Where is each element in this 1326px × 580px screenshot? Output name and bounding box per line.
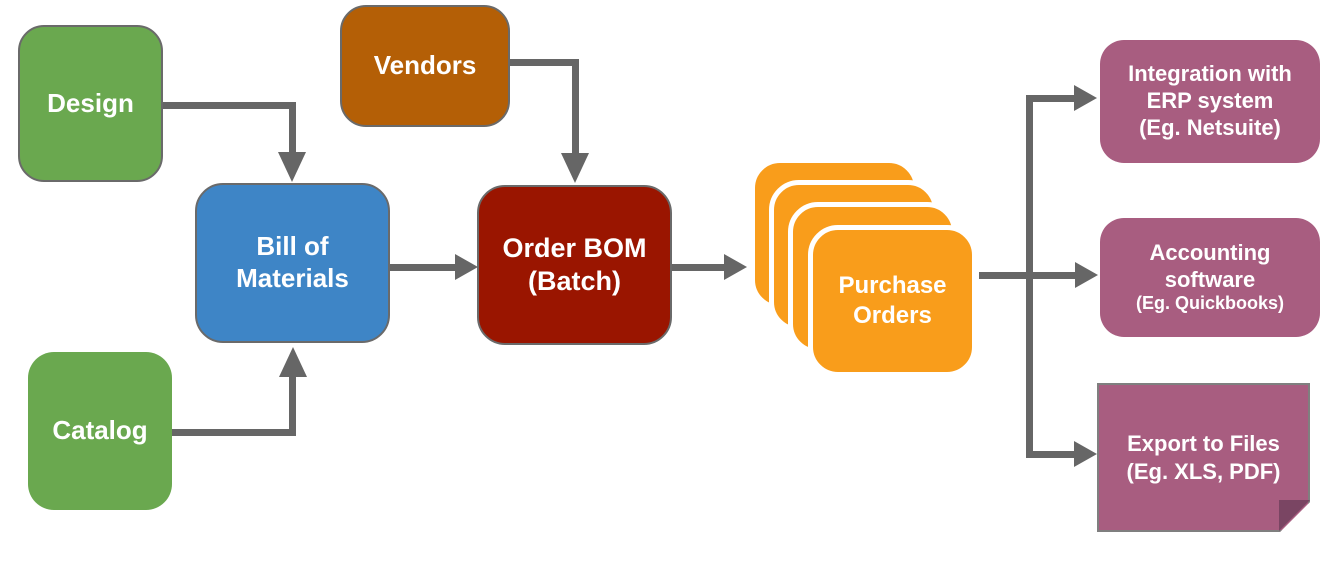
node-accounting-software: Accounting software (Eg. Quickbooks) (1100, 218, 1320, 337)
node-bom-label: Bill of Materials (236, 231, 349, 293)
arrow-line (509, 59, 579, 66)
arrowhead-right-icon (1074, 85, 1097, 111)
node-export-label: Export to Files (Eg. XLS, PDF) (1126, 431, 1281, 484)
arrow-line (1026, 95, 1076, 102)
node-accounting-sub: (Eg. Quickbooks) (1135, 293, 1285, 314)
po-card-front: Purchase Orders (808, 225, 977, 377)
node-erp-label: Integration with ERP system (Eg. Netsuit… (1128, 61, 1292, 140)
arrow-line (1026, 95, 1033, 458)
node-design-label: Design (47, 87, 134, 118)
arrowhead-right-icon (724, 254, 747, 280)
node-vendors-label: Vendors (373, 50, 477, 81)
node-catalog-label: Catalog (52, 415, 148, 446)
node-accounting-label: Accounting software (1149, 239, 1271, 292)
arrow-line (289, 376, 296, 436)
arrowhead-right-icon (1074, 441, 1097, 467)
arrowhead-down-icon (561, 153, 589, 183)
node-vendors: Vendors (340, 5, 510, 127)
node-accounting-label-wrap: Accounting software (Eg. Quickbooks) (1136, 213, 1284, 342)
arrowhead-right-icon (455, 254, 478, 280)
note-fold-corner-icon (1279, 500, 1310, 531)
node-bill-of-materials: Bill of Materials (195, 183, 390, 343)
node-erp-integration: Integration with ERP system (Eg. Netsuit… (1100, 40, 1320, 163)
arrow-line (389, 264, 456, 271)
arrow-line (1026, 451, 1076, 458)
node-order-bom-label: Order BOM (Batch) (502, 233, 647, 296)
node-catalog: Catalog (28, 352, 172, 510)
arrow-line (172, 429, 296, 436)
node-export-files: Export to Files (Eg. XLS, PDF) (1097, 383, 1310, 532)
arrowhead-right-icon (1075, 262, 1098, 288)
arrow-line (572, 59, 579, 154)
arrowhead-down-icon (278, 152, 306, 182)
node-design: Design (18, 25, 163, 182)
arrow-line (671, 264, 725, 271)
arrow-line (289, 102, 296, 154)
node-purchase-orders-label: Purchase Orders (838, 272, 947, 329)
arrow-line (163, 102, 296, 109)
node-order-bom: Order BOM (Batch) (477, 185, 672, 345)
arrowhead-up-icon (279, 347, 307, 377)
